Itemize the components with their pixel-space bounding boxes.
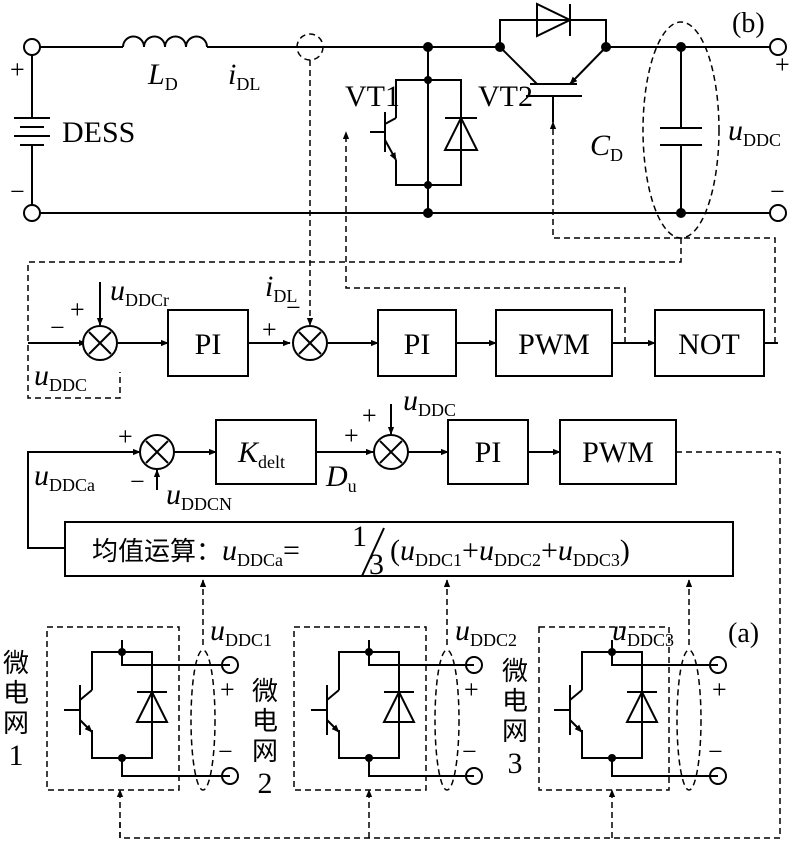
label-udc: uDDC bbox=[728, 114, 781, 150]
label-capacitor: CD bbox=[590, 129, 623, 165]
label-udcr: uDDCr bbox=[110, 274, 169, 310]
svg-text:微: 微 bbox=[252, 677, 278, 707]
svg-text:1: 1 bbox=[9, 739, 24, 772]
pi-block-2 bbox=[377, 309, 457, 377]
svg-text:网: 网 bbox=[3, 709, 29, 739]
dashed-vt2-gate bbox=[549, 121, 776, 343]
label-current-idl: iDL bbox=[228, 58, 260, 94]
sum-junction-voltage bbox=[82, 325, 118, 361]
averaging-fraction-slash bbox=[361, 527, 385, 577]
svg-text:微: 微 bbox=[502, 657, 528, 687]
svg-text:电: 电 bbox=[502, 687, 528, 717]
averaging-three: 3 bbox=[369, 548, 384, 581]
capacitor-cd bbox=[660, 47, 702, 213]
svg-text:网: 网 bbox=[252, 737, 278, 767]
pi-block-a bbox=[447, 419, 529, 485]
svg-text:uDDC1: uDDC1 bbox=[210, 614, 272, 650]
averaging-block: 均值运算：uDDCa= 1 3 (uDDC1+uDDC2+uDDC3) bbox=[64, 520, 734, 581]
pi-block-a-label: PI bbox=[475, 436, 502, 469]
vt1-transistor bbox=[370, 47, 429, 213]
sum-junction-current bbox=[292, 325, 328, 361]
averaging-one: 1 bbox=[352, 520, 367, 553]
label-udc-fb: uDDC bbox=[34, 359, 87, 395]
sum-junction-average bbox=[139, 434, 175, 470]
sign-plus-udc: + bbox=[362, 401, 377, 430]
battery-dess bbox=[14, 55, 50, 205]
junction-dots bbox=[423, 42, 686, 218]
label-plus-left: + bbox=[10, 55, 25, 84]
svg-text:−: − bbox=[708, 737, 723, 766]
label-inductor: LD bbox=[147, 58, 178, 94]
label-idl-fb: iDL bbox=[265, 270, 297, 306]
vt2-antiparallel-diode bbox=[499, 2, 607, 47]
gain-block-label: Kdelt bbox=[237, 436, 285, 472]
svg-text:网: 网 bbox=[502, 717, 528, 747]
pwm-block-b-label: PWM bbox=[518, 328, 590, 361]
pi-block-2-label: PI bbox=[404, 328, 431, 361]
label-udca: uDDCa bbox=[34, 459, 95, 495]
control-loop-b: PI PI PWM NOT − + + − uDDCr uDDC iDL bbox=[27, 60, 778, 399]
label-b: (b) bbox=[732, 8, 765, 39]
sum-junction-duty bbox=[373, 434, 409, 470]
svg-text:电: 电 bbox=[3, 679, 29, 709]
pi-block-1-label: PI bbox=[195, 328, 222, 361]
pi-block-1 bbox=[167, 309, 249, 377]
svg-text:−: − bbox=[218, 737, 233, 766]
microgrid-module-3: + − uDDC3 微 电 网 3 bbox=[502, 614, 727, 791]
svg-text:uDDC2: uDDC2 bbox=[455, 614, 517, 650]
terminal-left-top bbox=[23, 38, 41, 56]
svg-text:+: + bbox=[712, 675, 727, 704]
label-a: (a) bbox=[728, 618, 759, 649]
not-block-label: NOT bbox=[678, 328, 740, 361]
gain-block bbox=[215, 419, 317, 485]
sign-minus-nom: − bbox=[130, 467, 145, 496]
sign-plus-ref: + bbox=[70, 295, 85, 324]
power-circuit-b: (b) + − + − DESS VT1 VT2 LD iDL CD uDDC bbox=[10, 2, 790, 239]
label-udcn: uDDCN bbox=[166, 478, 232, 514]
svg-text:3: 3 bbox=[508, 747, 523, 780]
pwm-block-a-label: PWM bbox=[582, 436, 654, 469]
dashed-vt1-gate bbox=[342, 131, 626, 343]
svg-text:uDDC3: uDDC3 bbox=[612, 614, 674, 650]
sign-minus-udc: − bbox=[50, 313, 65, 342]
inductor-coil bbox=[122, 35, 208, 48]
averaging-sum: (uDDC1+uDDC2+uDDC3) bbox=[390, 534, 630, 570]
sign-plus-pi1: + bbox=[262, 315, 277, 344]
not-block bbox=[654, 309, 765, 377]
dashed-udc-feedback bbox=[27, 238, 682, 399]
vt2-transistor bbox=[499, 46, 607, 122]
svg-text:微: 微 bbox=[3, 649, 29, 679]
svg-text:2: 2 bbox=[258, 767, 273, 800]
label-minus-left: − bbox=[10, 177, 25, 206]
label-plus-right: + bbox=[775, 50, 790, 79]
terminal-right-bottom bbox=[769, 204, 787, 222]
microgrid-module-1: + − uDDC1 微 电 网 1 bbox=[3, 614, 272, 791]
label-minus-right: − bbox=[770, 177, 785, 206]
svg-text:+: + bbox=[220, 675, 235, 704]
label-udc-a: uDDC bbox=[403, 384, 456, 420]
label-vt2: VT2 bbox=[478, 80, 533, 113]
vt1-antiparallel-diode bbox=[428, 79, 479, 186]
svg-text:−: − bbox=[462, 737, 477, 766]
sign-minus-idl: − bbox=[286, 293, 301, 322]
pwm-block-a bbox=[559, 419, 677, 485]
label-dess: DESS bbox=[62, 116, 135, 149]
microgrid-module-2: + − uDDC2 微 电 网 2 bbox=[252, 614, 517, 800]
sign-plus-du: + bbox=[344, 421, 359, 450]
sign-plus-avg: + bbox=[118, 422, 133, 451]
svg-text:电: 电 bbox=[252, 707, 278, 737]
terminal-left-bottom bbox=[23, 204, 41, 222]
pwm-block-b bbox=[495, 309, 613, 377]
averaging-formula: 均值运算：uDDCa= bbox=[92, 534, 300, 570]
label-du: Du bbox=[325, 460, 357, 496]
svg-text:+: + bbox=[464, 675, 479, 704]
control-loop-a: Kdelt PI PWM + − + + uDDCa uDDCN Du uDDC bbox=[27, 384, 781, 839]
label-vt1: VT1 bbox=[345, 80, 400, 113]
